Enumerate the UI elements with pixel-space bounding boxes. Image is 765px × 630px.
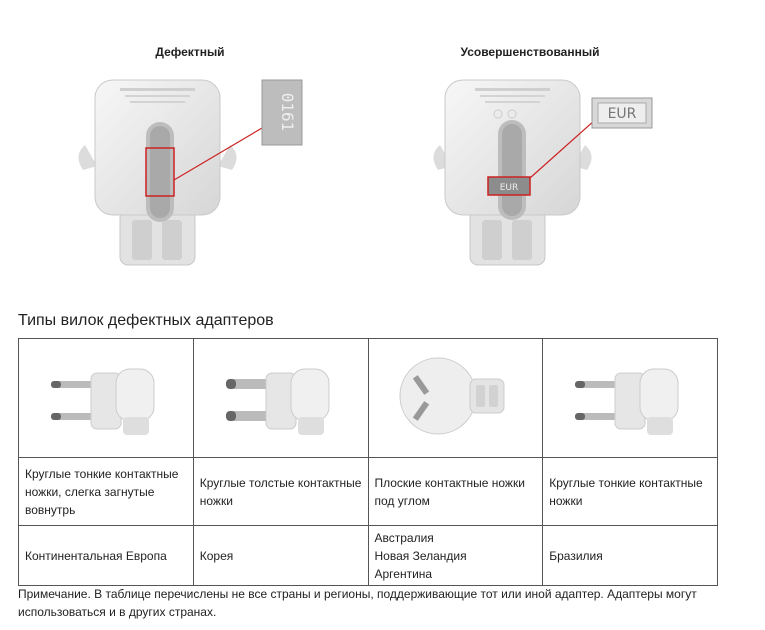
plug-types-table: Круглые тонкие контактные ножки, слегка …	[18, 338, 718, 586]
plug-description: Круглые тонкие контактные ножки	[542, 457, 718, 526]
round-pin-plug-icon	[225, 368, 330, 435]
region-item: Бразилия	[549, 548, 603, 563]
region-item: Континентальная Европа	[25, 548, 167, 563]
defective-adapter-photo: 0161	[78, 79, 303, 266]
region-item: Австралия	[374, 530, 434, 545]
plug-cell	[18, 338, 194, 458]
region-item: Корея	[199, 548, 234, 563]
plug-regions: Австралия Новая Зеландия Аргентина	[367, 525, 544, 586]
angled-flat-pin-plug-icon	[399, 357, 505, 434]
improved-adapter-photo: EUR EUR	[433, 79, 653, 266]
section-title: Типы вилок дефектных адаптеров	[18, 312, 274, 329]
plug-cell	[542, 338, 718, 458]
table-row	[18, 338, 718, 458]
plug-regions: Корея	[192, 525, 369, 586]
label-defective: Дефектный	[155, 45, 225, 59]
plug-cell	[367, 338, 544, 458]
table-row: Круглые тонкие контактные ножки, слегка …	[18, 457, 718, 526]
region-item: Новая Зеландия	[374, 548, 467, 563]
plug-regions: Континентальная Европа	[18, 525, 194, 586]
footnote: Примечание. В таблице перечислены не все…	[18, 587, 697, 619]
region-item: Аргентина	[374, 566, 433, 581]
plug-cell	[192, 338, 369, 458]
improved-zoom-text: EUR	[608, 106, 637, 122]
table-row: Континентальная Европа Корея Австралия Н…	[18, 525, 718, 586]
defective-zoom-text: 0161	[278, 93, 297, 132]
improved-marker-text: EUR	[500, 183, 519, 193]
round-pin-plug-icon	[50, 368, 155, 435]
label-improved: Усовершенствованный	[460, 45, 600, 59]
plug-description: Плоские контактные ножки под углом	[367, 457, 544, 526]
round-pin-plug-icon	[575, 368, 679, 435]
plug-regions: Бразилия	[542, 525, 718, 586]
plug-description: Круглые толстые контактные ножки	[192, 457, 369, 526]
plug-description: Круглые тонкие контактные ножки, слегка …	[18, 457, 194, 526]
